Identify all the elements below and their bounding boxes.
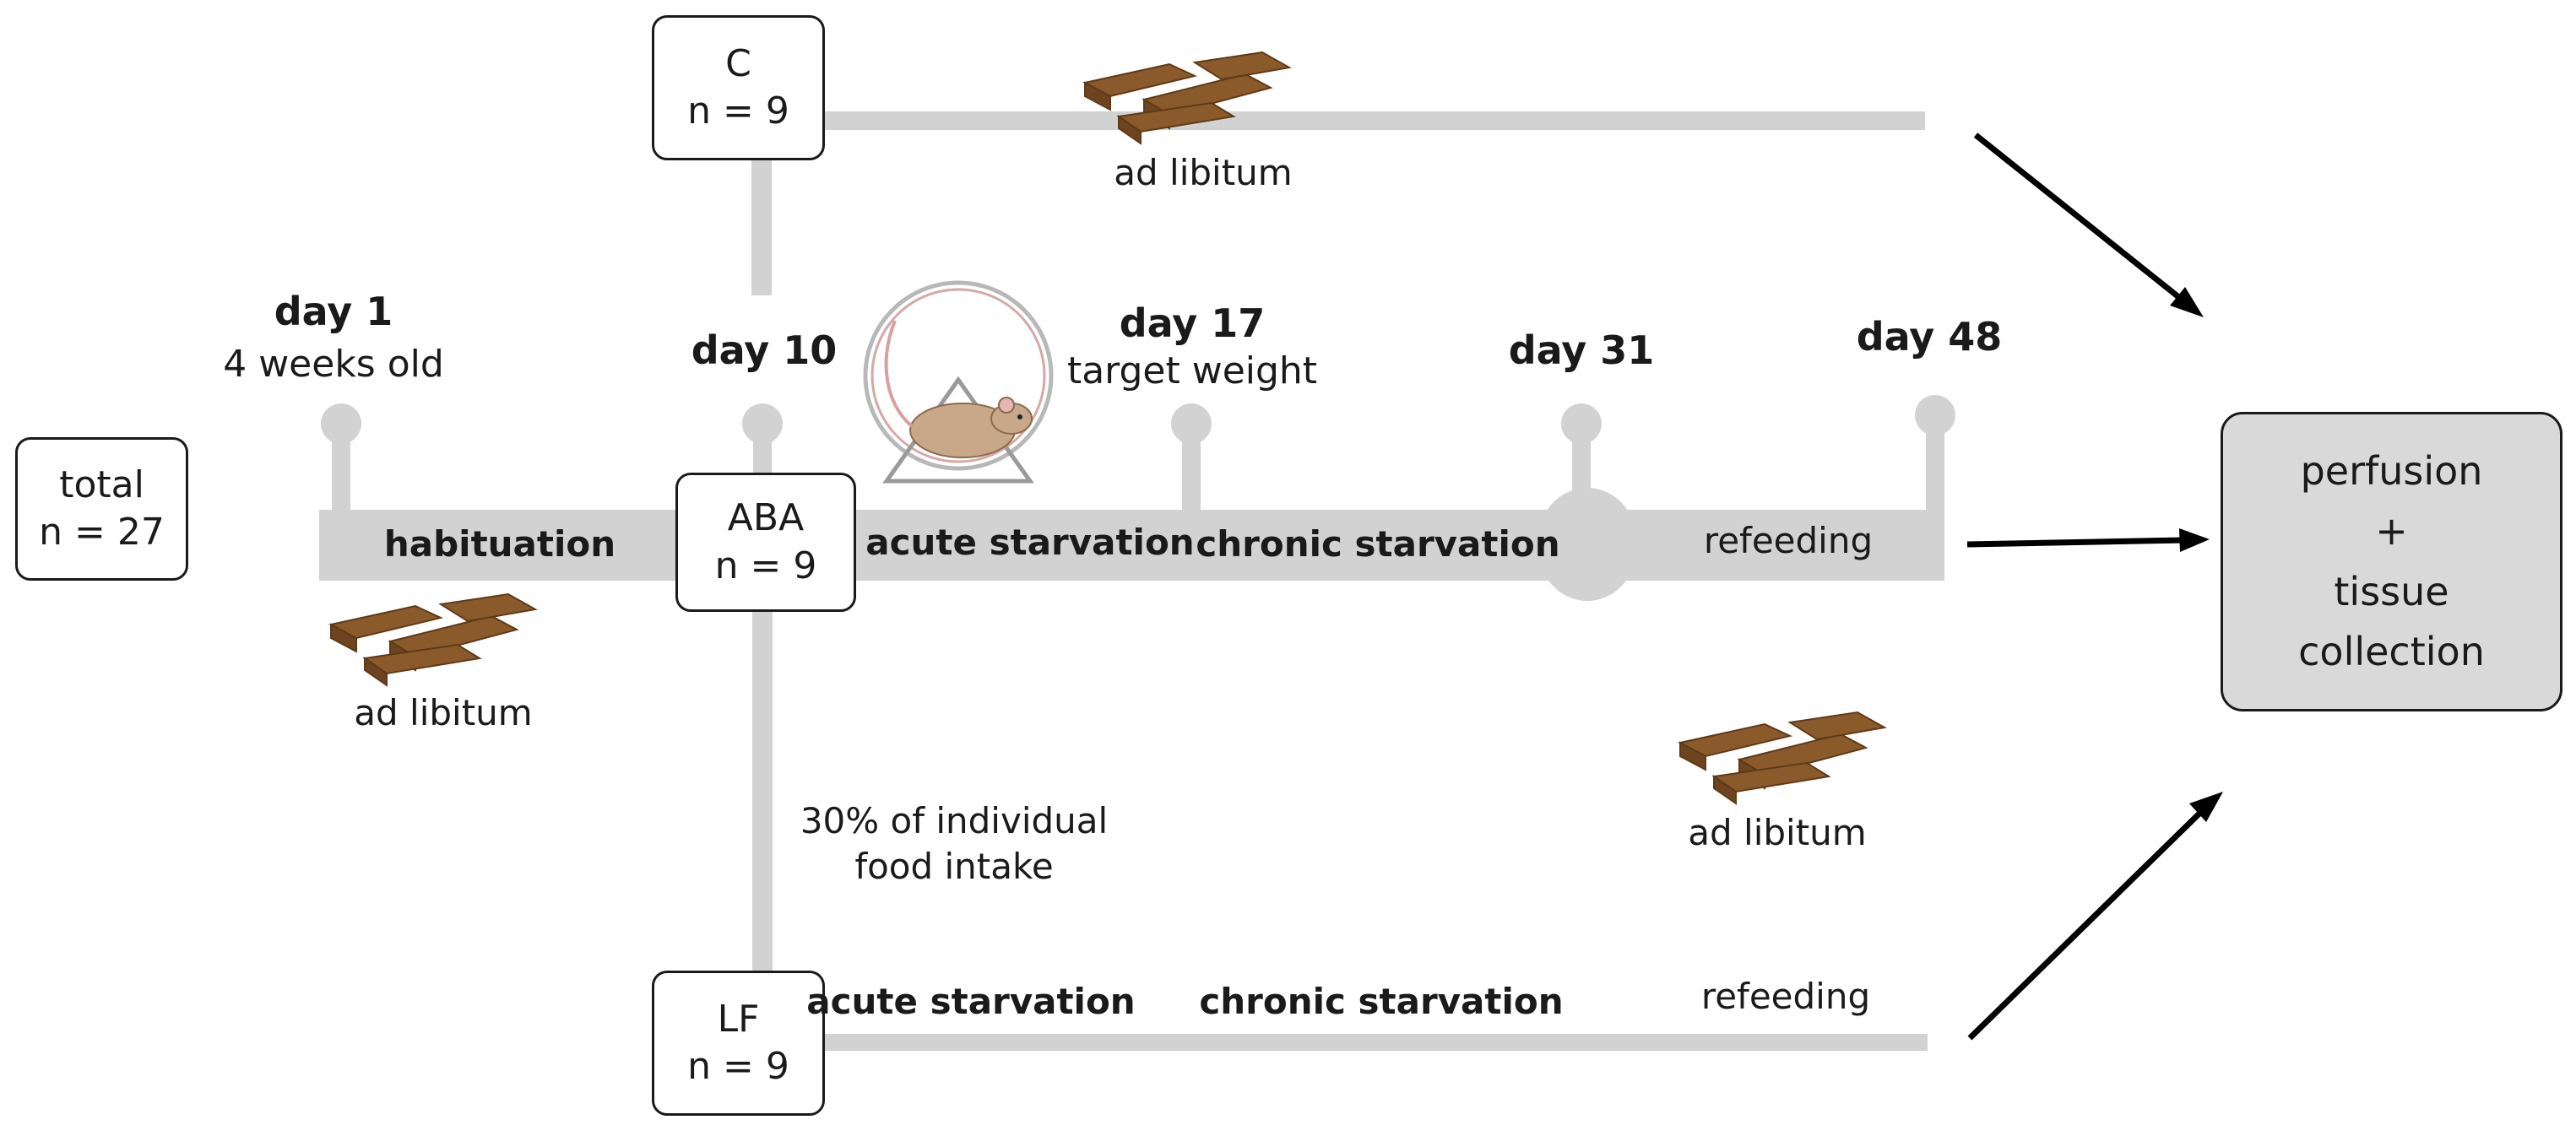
c-group-label: C bbox=[725, 41, 751, 85]
c-group-n: n = 9 bbox=[687, 89, 789, 133]
outcome-line-1: perfusion bbox=[2300, 447, 2483, 494]
day1-sublabel: 4 weeks old bbox=[223, 343, 444, 386]
outcome-box: perfusion + tissue collection bbox=[2221, 412, 2562, 711]
lf-connector bbox=[752, 608, 773, 971]
aba-phase-refeeding: refeeding bbox=[1703, 520, 1874, 561]
lf-note-line-1: 30% of individual bbox=[800, 800, 1109, 841]
lf-group-box: LF n = 9 bbox=[652, 971, 825, 1116]
lf-phase-refeeding: refeeding bbox=[1700, 976, 1871, 1017]
lf-group-label: LF bbox=[717, 997, 760, 1041]
food-label-c: ad libitum bbox=[1114, 152, 1293, 193]
aba-track bbox=[319, 510, 1944, 581]
day48-knob bbox=[1915, 395, 1955, 435]
c-track bbox=[823, 111, 1925, 130]
aba-group-n: n = 9 bbox=[714, 544, 817, 587]
day17-label: day 17 bbox=[1119, 300, 1266, 346]
total-n: n = 27 bbox=[39, 511, 165, 554]
day48-stem bbox=[1926, 414, 1944, 515]
lf-track bbox=[823, 1034, 1928, 1051]
arrow-icon bbox=[1966, 528, 2210, 552]
arrow-icon bbox=[1967, 792, 2223, 1041]
day10-label: day 10 bbox=[691, 327, 838, 373]
day17-sublabel: target weight bbox=[1066, 349, 1318, 392]
outcome-line-3: tissue bbox=[2334, 568, 2449, 614]
aba-group-box: ABA n = 9 bbox=[675, 473, 856, 612]
running-wheel-mouse-icon bbox=[863, 280, 1054, 484]
food-pellets-icon bbox=[1678, 711, 1887, 805]
day1-stem bbox=[332, 422, 350, 515]
c-connector bbox=[751, 156, 772, 295]
aba-phase-chronic-starvation: chronic starvation bbox=[1196, 523, 1560, 565]
lf-note-line-2: food intake bbox=[854, 846, 1054, 887]
aba-phase-acute-starvation: acute starvation bbox=[865, 522, 1195, 563]
food-label-habituation: ad libitum bbox=[354, 692, 533, 733]
day31-bulge bbox=[1537, 488, 1638, 601]
food-label-refeeding: ad libitum bbox=[1688, 812, 1867, 853]
aba-group-label: ABA bbox=[727, 496, 805, 540]
total-label: total bbox=[59, 463, 144, 506]
day17-knob bbox=[1171, 403, 1212, 444]
day31-label: day 31 bbox=[1508, 327, 1655, 373]
aba-phase-habituation: habituation bbox=[383, 523, 616, 565]
day10-knob bbox=[742, 403, 783, 444]
food-pellets-icon bbox=[1082, 51, 1292, 145]
outcome-line-2: + bbox=[2375, 508, 2408, 554]
arrow-icon bbox=[1973, 133, 2204, 317]
day31-knob bbox=[1561, 403, 1602, 444]
day1-label: day 1 bbox=[274, 289, 393, 334]
c-group-box: C n = 9 bbox=[652, 15, 825, 160]
lf-group-n: n = 9 bbox=[687, 1045, 789, 1088]
outcome-line-4: collection bbox=[2298, 628, 2485, 674]
day17-stem bbox=[1182, 422, 1201, 515]
lf-phase-acute-starvation: acute starvation bbox=[806, 981, 1136, 1022]
lf-phase-chronic-starvation: chronic starvation bbox=[1199, 981, 1564, 1022]
day48-label: day 48 bbox=[1856, 314, 2003, 360]
food-pellets-icon bbox=[328, 592, 538, 687]
total-box: total n = 27 bbox=[15, 437, 188, 581]
day1-knob bbox=[321, 403, 361, 444]
